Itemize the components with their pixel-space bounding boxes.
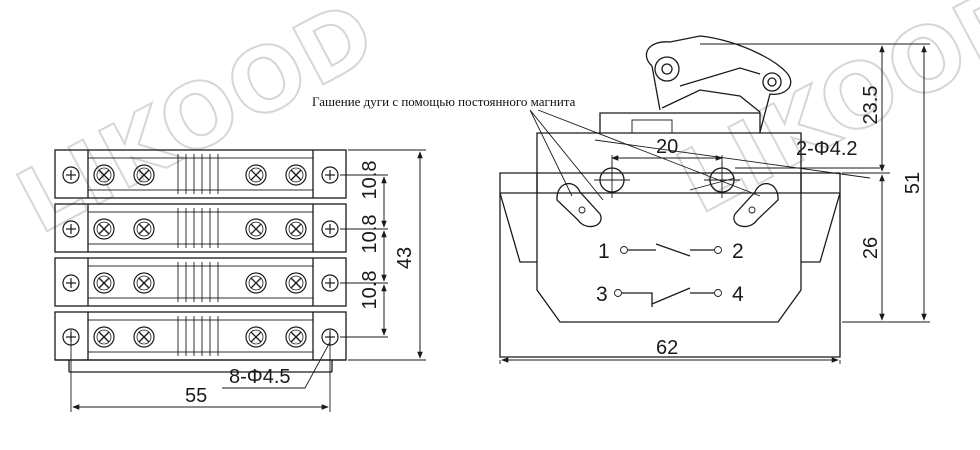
terminal-screw-icon — [133, 218, 155, 240]
pitch-label-2: 10.8 — [359, 215, 381, 254]
terminal-3: 3 — [596, 283, 608, 306]
body-26-label: 26 — [860, 237, 882, 259]
mounting-hole-icon — [321, 220, 339, 238]
terminal-1: 1 — [598, 240, 610, 263]
top-block — [599, 112, 761, 133]
deck-row — [54, 311, 347, 361]
lever — [645, 35, 792, 133]
terminal-screw-icon — [133, 164, 155, 186]
pitch-label-3: 10.8 — [359, 271, 381, 310]
width-55-label: 55 — [185, 385, 207, 407]
terminal-screw-icon — [285, 164, 307, 186]
pitch-label-1: 10.8 — [359, 161, 381, 200]
deck-row — [54, 257, 347, 307]
terminal-screw-icon — [93, 218, 115, 240]
terminal-4: 4 — [732, 283, 744, 306]
width-62-label: 62 — [656, 337, 678, 359]
left-dimension-lines — [70, 149, 426, 412]
right-dimensions: 62 20 2-Φ4.2 23.5 26 51 — [499, 43, 930, 364]
terminal-screw-icon — [245, 272, 267, 294]
magnet-right — [733, 182, 779, 228]
terminal-screw-icon — [93, 272, 115, 294]
hole-spacing-20-label: 20 — [656, 136, 678, 158]
deck-row — [54, 203, 347, 253]
terminal-screw-icon — [93, 326, 115, 348]
terminal-screw-icon — [245, 326, 267, 348]
terminal-screw-icon — [93, 164, 115, 186]
terminal-screw-icon — [245, 164, 267, 186]
mounting-hole-icon — [321, 166, 339, 184]
terminal-screw-icon — [133, 272, 155, 294]
lever-23-5-label: 23.5 — [860, 86, 882, 125]
base-outline — [499, 172, 841, 358]
mounting-hole-icon — [321, 274, 339, 292]
contacts — [614, 243, 722, 307]
svg-text:LIKOOD: LIKOOD — [2, 0, 393, 254]
top-view-multi-deck — [54, 149, 426, 412]
mounting-hole-icon — [62, 274, 80, 292]
terminal-screw-icon — [285, 218, 307, 240]
hole-8-phi45-label: 8-Φ4.5 — [229, 366, 291, 388]
terminal-screw-icon — [133, 326, 155, 348]
terminal-2: 2 — [732, 240, 744, 263]
total-51-label: 51 — [902, 172, 924, 194]
terminal-screw-icon — [245, 218, 267, 240]
hole-2-phi42-label: 2-Φ4.2 — [796, 138, 858, 160]
svg-text:LIKOOD: LIKOOD — [662, 0, 980, 234]
left-dimensions: 55 43 10.8 10.8 10.8 8-Φ4.5 — [185, 161, 416, 407]
housing — [536, 132, 802, 323]
terminal-screw-icon — [285, 326, 307, 348]
magnet-annotation: Гашение дуги с помощью постоянного магни… — [312, 94, 576, 109]
terminal-screw-icon — [285, 272, 307, 294]
deck-row — [54, 149, 347, 199]
side-view-switch: 1 2 3 4 Гашение дуги с помощью постоянно… — [312, 35, 871, 358]
magnet-left — [556, 182, 602, 228]
height-43-label: 43 — [394, 247, 416, 269]
